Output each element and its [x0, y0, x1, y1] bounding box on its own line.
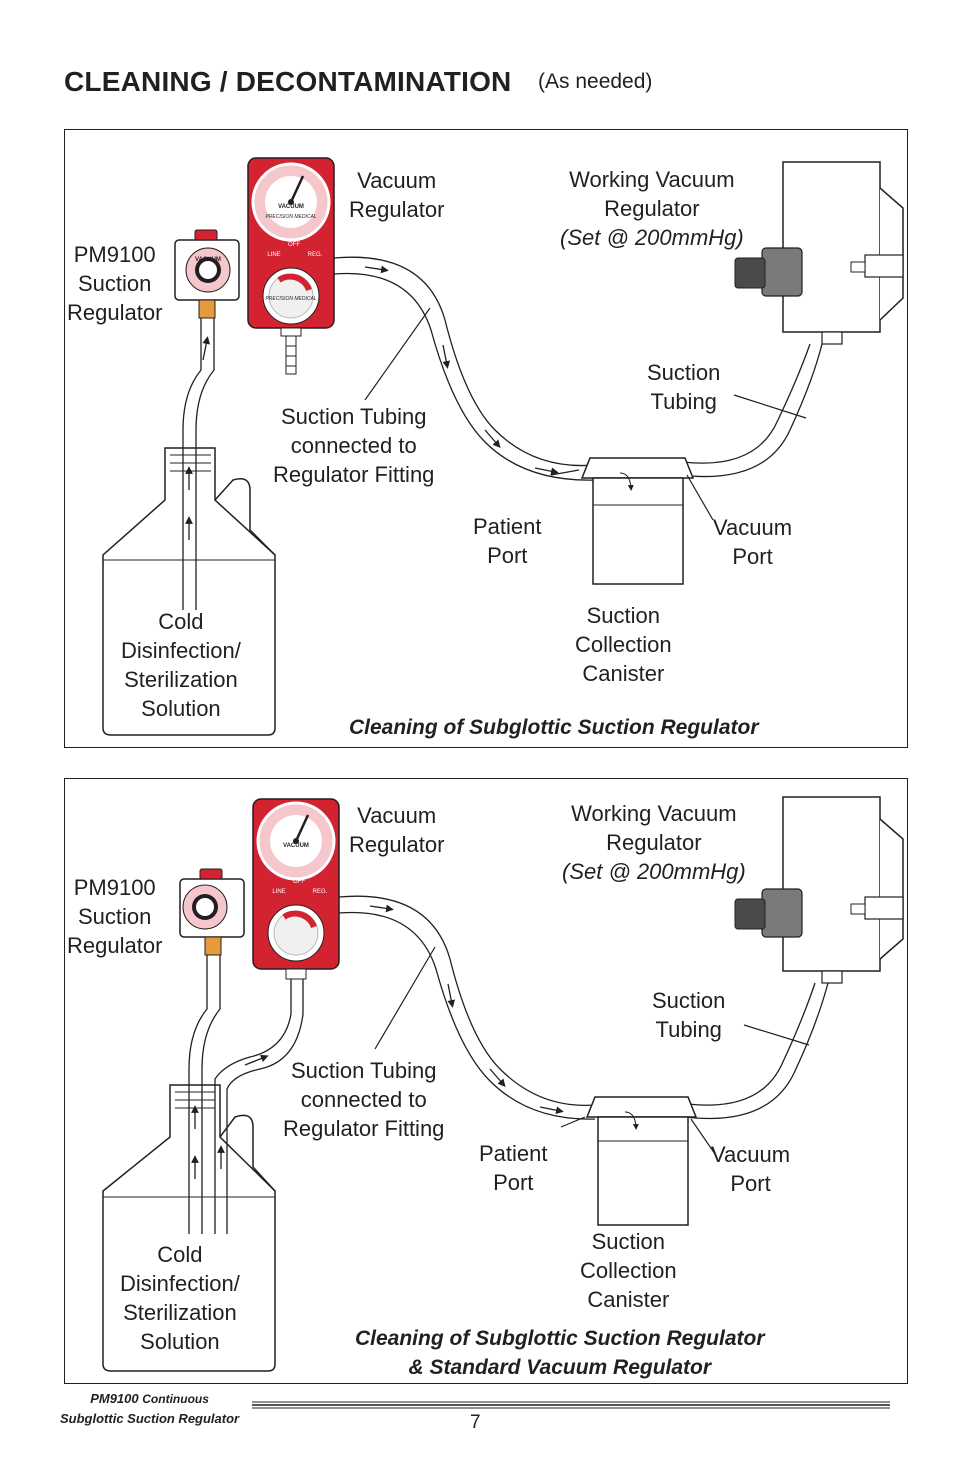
pm9100-regulator-device: VACUUM — [174, 229, 240, 319]
diagram-1-drawing: VACUUM PRECISION MEDICAL LINE REG. OFF P… — [102, 157, 904, 736]
page-subtitle: (As needed) — [538, 70, 653, 93]
working-vacuum-regulator-body-2 — [734, 796, 904, 984]
pm9100-regulator-device-2 — [179, 868, 245, 956]
collection-canister — [580, 457, 695, 585]
svg-text:REG.: REG. — [308, 252, 323, 258]
leader-lines-2 — [374, 946, 810, 1155]
svg-text:PRECISION MEDICAL: PRECISION MEDICAL — [265, 214, 316, 220]
vacuum-regulator-device: VACUUM PRECISION MEDICAL LINE REG. OFF P… — [247, 157, 335, 375]
svg-text:VACUUM: VACUUM — [278, 204, 304, 210]
footer-rule — [252, 1401, 890, 1409]
panel-2-caption: Cleaning of Subglottic Suction Regulator… — [355, 1327, 765, 1379]
vacuum-regulator-device-2: VACUUM LINE REG. OFF — [252, 798, 340, 980]
suction-tubing-main — [333, 256, 823, 481]
tubing-into-bottle-2 — [188, 955, 304, 1234]
svg-text:VACUUM: VACUUM — [283, 843, 309, 849]
svg-text:PRECISION MEDICAL: PRECISION MEDICAL — [265, 296, 316, 302]
footer-product: PM9100 Continuous Subglottic Suction Reg… — [60, 1391, 240, 1426]
panel-1-caption: Cleaning of Subglottic Suction Regulator — [349, 716, 759, 739]
pm9100-tubing — [182, 318, 215, 610]
svg-text:VACUUM: VACUUM — [195, 257, 221, 263]
page-title: CLEANING / DECONTAMINATION — [64, 66, 512, 97]
diagram-panel-1: VACUUM PRECISION MEDICAL LINE REG. OFF P… — [64, 129, 908, 748]
svg-text:LINE: LINE — [272, 889, 285, 895]
svg-text:REG.: REG. — [313, 889, 328, 895]
working-vacuum-regulator-body — [734, 161, 904, 345]
svg-text:OFF: OFF — [293, 879, 305, 885]
solution-bottle — [102, 447, 276, 736]
leader-lines — [364, 307, 807, 521]
page-number: 7 — [470, 1412, 481, 1433]
suction-tubing-main-2 — [338, 895, 829, 1120]
svg-text:OFF: OFF — [288, 242, 300, 248]
diagram-panel-2: VACUUM LINE REG. OFF — [64, 778, 908, 1384]
diagram-2-drawing: VACUUM LINE REG. OFF — [102, 796, 904, 1372]
collection-canister-2 — [585, 1096, 698, 1226]
svg-text:LINE: LINE — [267, 252, 280, 258]
